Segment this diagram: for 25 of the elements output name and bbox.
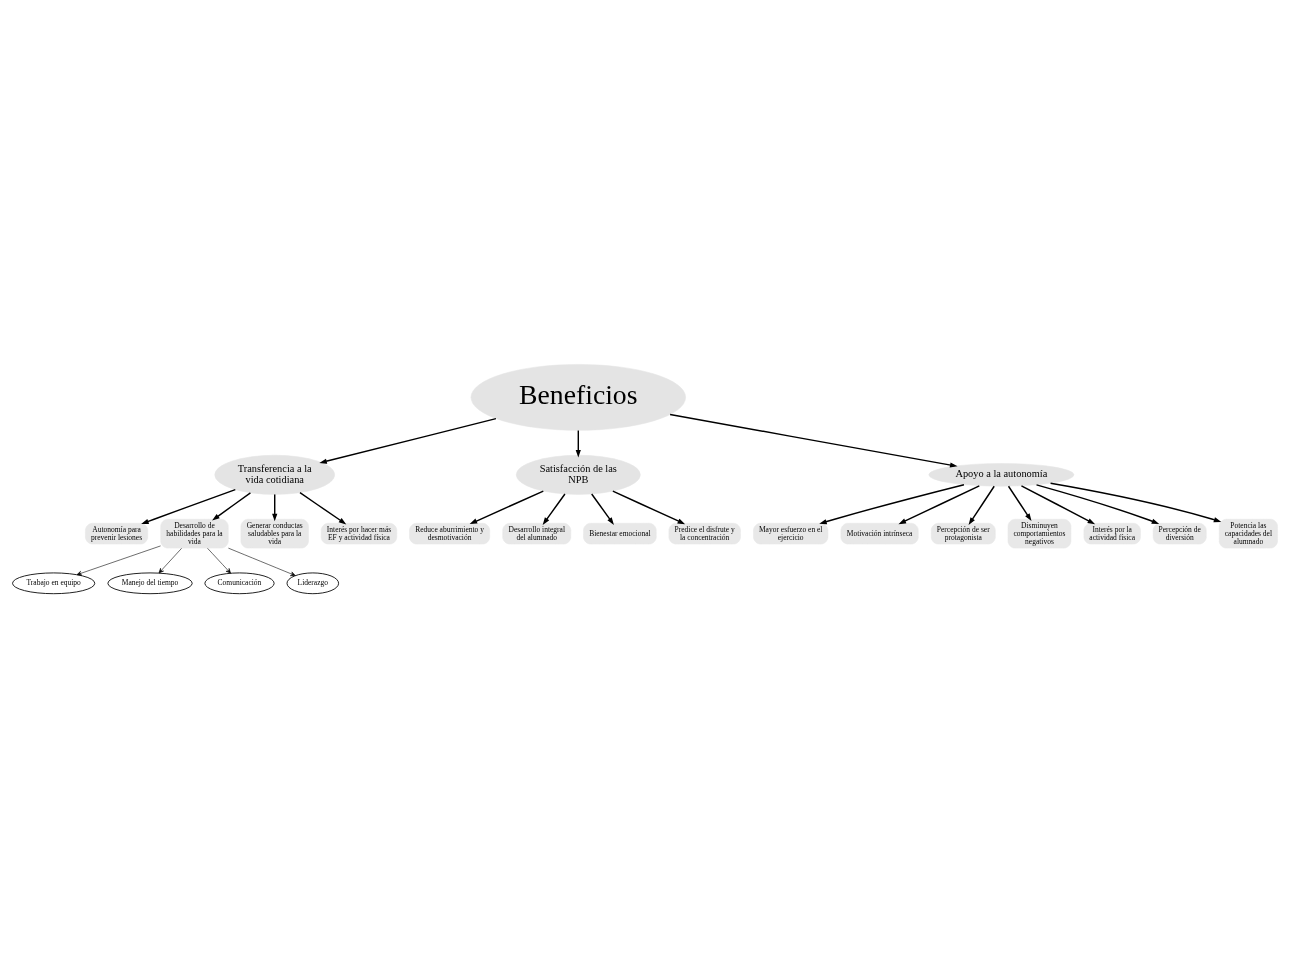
arrow bbox=[228, 547, 296, 576]
arrow bbox=[469, 489, 544, 524]
arrow bbox=[898, 484, 981, 524]
arrow bbox=[1035, 483, 1160, 524]
arrow bbox=[158, 547, 182, 573]
arrow bbox=[272, 493, 278, 521]
arrow bbox=[207, 547, 231, 573]
arrow bbox=[212, 491, 252, 520]
node-ellipse: Satisfacción de las NPB bbox=[516, 454, 641, 495]
arrow bbox=[819, 483, 965, 524]
arrow bbox=[1049, 482, 1222, 522]
arrow bbox=[299, 491, 347, 524]
node-ellipse: Transferencia a la vida cotidiana bbox=[214, 454, 335, 495]
arrow bbox=[319, 417, 497, 464]
arrow bbox=[542, 492, 566, 525]
node-ellipse: Beneficios bbox=[470, 363, 686, 431]
arrow bbox=[1007, 485, 1032, 521]
arrow bbox=[76, 545, 161, 575]
arrow bbox=[590, 492, 614, 525]
arrow bbox=[1020, 484, 1096, 524]
arrow bbox=[575, 429, 581, 457]
arrow bbox=[141, 488, 237, 524]
arrow bbox=[612, 489, 686, 524]
arrow bbox=[669, 413, 958, 468]
arrow bbox=[968, 485, 995, 525]
